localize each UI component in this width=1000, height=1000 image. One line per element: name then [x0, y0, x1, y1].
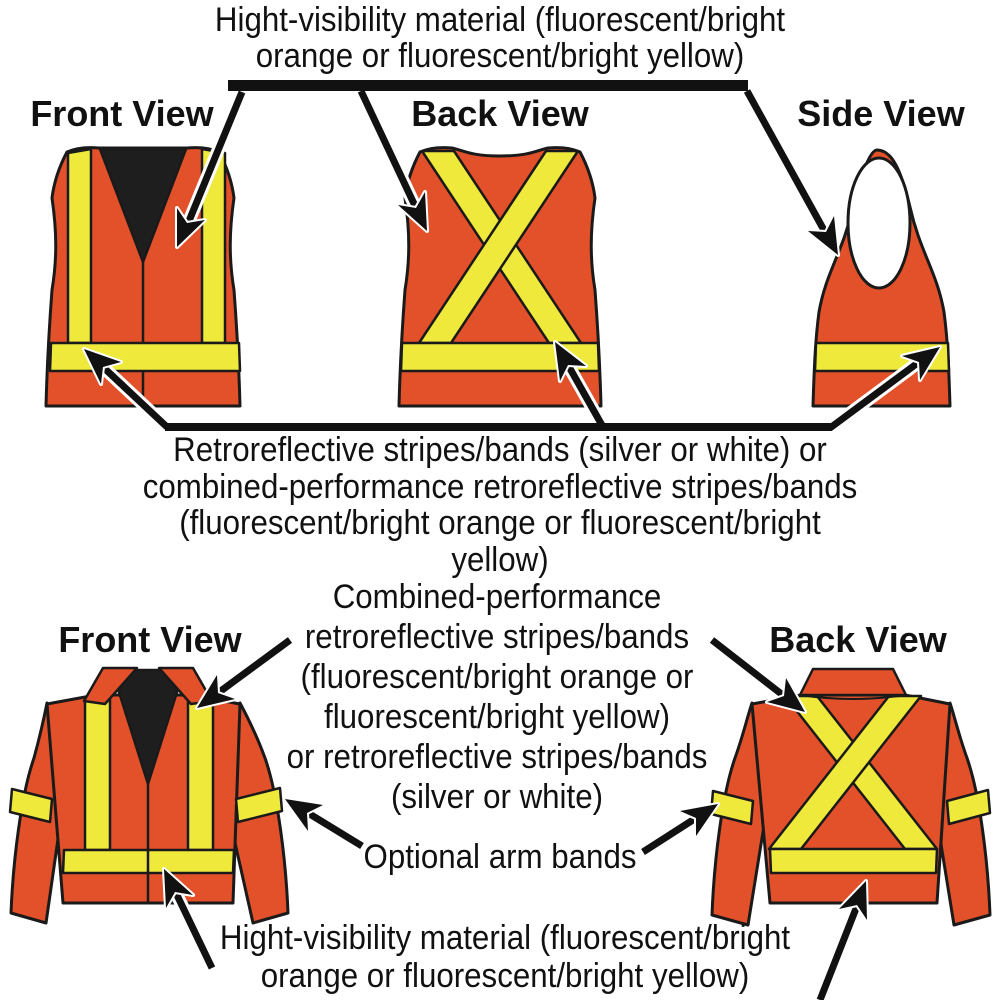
pointer-arrows — [82, 80, 942, 1000]
bottom-material-label: Hight-visibility material (fluorescent/b… — [155, 919, 855, 995]
optional-arm-bands-label: Optional arm bands — [350, 839, 650, 875]
arrowhead-armband-back-jacket — [678, 802, 720, 838]
top-material-label: Hight-visibility material (fluorescent/b… — [150, 2, 850, 74]
back-view-title-bottom: Back View — [769, 619, 947, 660]
arm-band-right — [945, 788, 992, 826]
top-material-label-line1: Hight-visibility material (fluorescent/b… — [214, 1, 786, 39]
top-material-label-line2: orange or fluorescent/bright yellow) — [255, 37, 745, 75]
back-view-title-top: Back View — [411, 93, 589, 134]
bottom-material-label-line2: orange or fluorescent/bright yellow) — [260, 957, 750, 995]
optional-arm-bands-text: Optional arm bands — [363, 838, 637, 876]
collar-seam — [799, 694, 907, 700]
retroreflective-stripes-label: Retroreflective stripes/bands (silver or… — [100, 432, 900, 578]
arrowhead-stripes-front-jacket — [195, 673, 237, 710]
back-vest-graphic — [397, 146, 603, 408]
arrowhead-armband-front-jacket — [283, 797, 325, 833]
reflective-stripe-right — [186, 694, 215, 852]
combined-performance-label-line5: or retroreflective stripes/bands — [286, 738, 708, 776]
arrowhead-material-front-jacket — [162, 867, 195, 910]
front-view-title-top: Front View — [30, 93, 214, 134]
front-jacket-graphic — [8, 666, 290, 925]
arrowhead-stripes-side-vest — [900, 345, 942, 382]
retroreflective-stripes-label-line1: Retroreflective stripes/bands (silver or… — [173, 431, 827, 469]
back-jacket-graphic — [709, 667, 992, 927]
combined-performance-label: Combined-performance retroreflective str… — [247, 577, 747, 817]
arrowhead-material-side-vest — [806, 214, 840, 257]
front-vest-graphic — [44, 146, 242, 408]
arrowhead-stripes-back-jacket — [765, 676, 807, 714]
side-view-title-top: Side View — [797, 93, 965, 134]
waist-band — [768, 847, 939, 875]
lapel-left — [82, 666, 139, 706]
stripes-connector-bar — [165, 423, 832, 431]
waist-band — [48, 341, 242, 373]
retroreflective-stripes-label-line3: (fluorescent/bright orange or fluorescen… — [179, 504, 821, 579]
front-view-title-bottom: Front View — [58, 619, 242, 660]
arrowhead-stripes-front-vest — [82, 347, 123, 386]
arrowhead-stripes-back-vest — [553, 340, 588, 383]
combined-performance-label-line1: Combined-performance — [332, 578, 662, 616]
arrowhead-material-front-vest — [175, 206, 207, 249]
collar — [798, 667, 908, 697]
combined-performance-label-line3: (fluorescent/bright orange or — [300, 658, 694, 696]
arrow-shafts — [100, 89, 922, 1000]
reflective-stripe-left — [83, 694, 112, 852]
combined-performance-label-line6: (silver or white) — [390, 778, 604, 816]
bottom-material-label-line1: Hight-visibility material (fluorescent/b… — [219, 919, 791, 957]
collar-v — [110, 668, 186, 786]
reflective-stripe-left — [66, 147, 93, 345]
combined-performance-label-line4: fluorescent/bright yellow) — [324, 698, 670, 736]
waist-band — [399, 341, 601, 373]
armhole — [846, 156, 912, 290]
retroreflective-stripes-label-line2: combined-performance retroreflective str… — [142, 467, 858, 506]
arm-band-left — [8, 787, 54, 824]
arm-band-right — [234, 786, 284, 824]
combined-performance-label-line2: retroreflective stripes/bands — [304, 618, 690, 656]
vest-neck-opening — [98, 147, 188, 264]
arrowhead-material-back-jacket — [837, 879, 869, 922]
arrowhead-material-back-vest — [396, 190, 429, 233]
title-connector-bar — [228, 80, 748, 91]
